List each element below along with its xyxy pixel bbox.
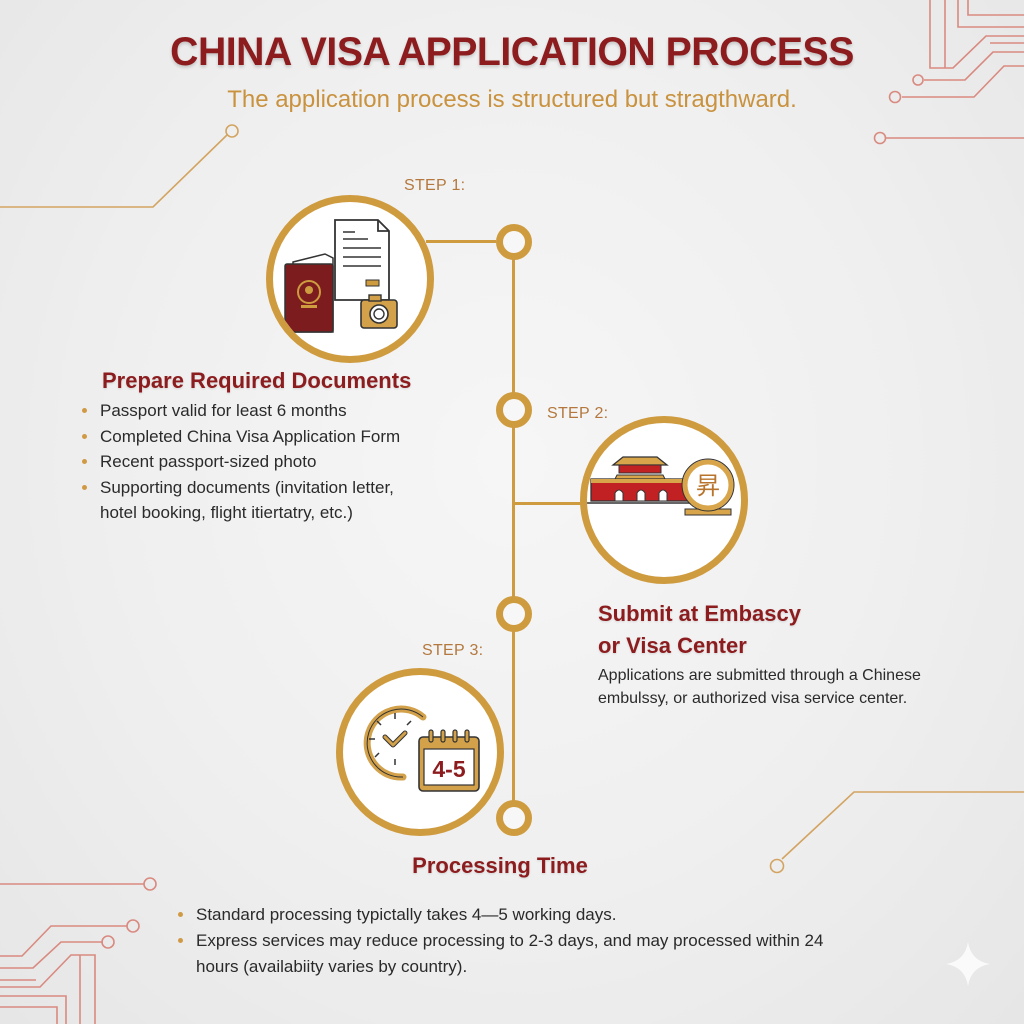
circuit-decoration-bottom-left (0, 877, 157, 1024)
step-3-title: Processing Time (412, 853, 588, 878)
passport-documents-camera-icon (284, 219, 398, 333)
list-item: Recent passport-sized photo (76, 449, 406, 475)
list-item: Passport valid for least 6 months (76, 398, 406, 424)
step-2-title: Submit at Embascy or Visa Center (598, 598, 801, 662)
step-2-label: STEP 2: (547, 405, 609, 422)
timeline-vertical-line (512, 252, 515, 832)
timeline-node-1 (496, 224, 532, 260)
timeline-connector-step2 (514, 502, 584, 505)
step-1-requirements-list: Passport valid for least 6 months Comple… (76, 398, 406, 526)
page-subtitle: The application process is structured bu… (227, 86, 797, 113)
list-item: Completed China Visa Application Form (76, 424, 406, 450)
clock-calendar-icon: 4-5 (363, 705, 480, 792)
step-3-label: STEP 3: (422, 642, 484, 659)
circuit-decoration-top-right (873, 0, 1024, 145)
timeline-node-4 (496, 800, 532, 836)
step-3-icon-circle: 4-5 (336, 668, 504, 836)
svg-text:昇: 昇 (696, 472, 720, 500)
list-item: Standard processing typictally takes 4—5… (172, 902, 852, 928)
step-2-title-line-2: or Visa Center (598, 633, 747, 658)
timeline-connector-step1 (426, 240, 496, 243)
svg-text:4-5: 4-5 (432, 756, 465, 782)
step-3-details-list: Standard processing typictally takes 4—5… (172, 902, 852, 980)
circuit-decoration-bottom-right (769, 791, 1024, 874)
step-2-icon-circle: 昇 (580, 416, 748, 584)
step-2-title-line-1: Submit at Embascy (598, 601, 801, 626)
page-title: CHINA VISA APPLICATION PROCESS (170, 30, 854, 74)
circuit-decoration-top-left (0, 124, 239, 208)
sparkle-icon (946, 942, 990, 986)
timeline-node-2 (496, 392, 532, 428)
list-item: Supporting documents (invitation letter,… (76, 475, 406, 526)
step-1-title: Prepare Required Documents (102, 368, 412, 393)
step-1-icon-circle (266, 195, 434, 363)
step-1-label: STEP 1: (404, 177, 466, 194)
list-item: Express services may reduce processing t… (172, 928, 852, 980)
step-2-description: Applications are submitted through a Chi… (598, 667, 921, 707)
embassy-gate-seal-icon: 昇 (587, 456, 735, 516)
timeline-node-3 (496, 596, 532, 632)
